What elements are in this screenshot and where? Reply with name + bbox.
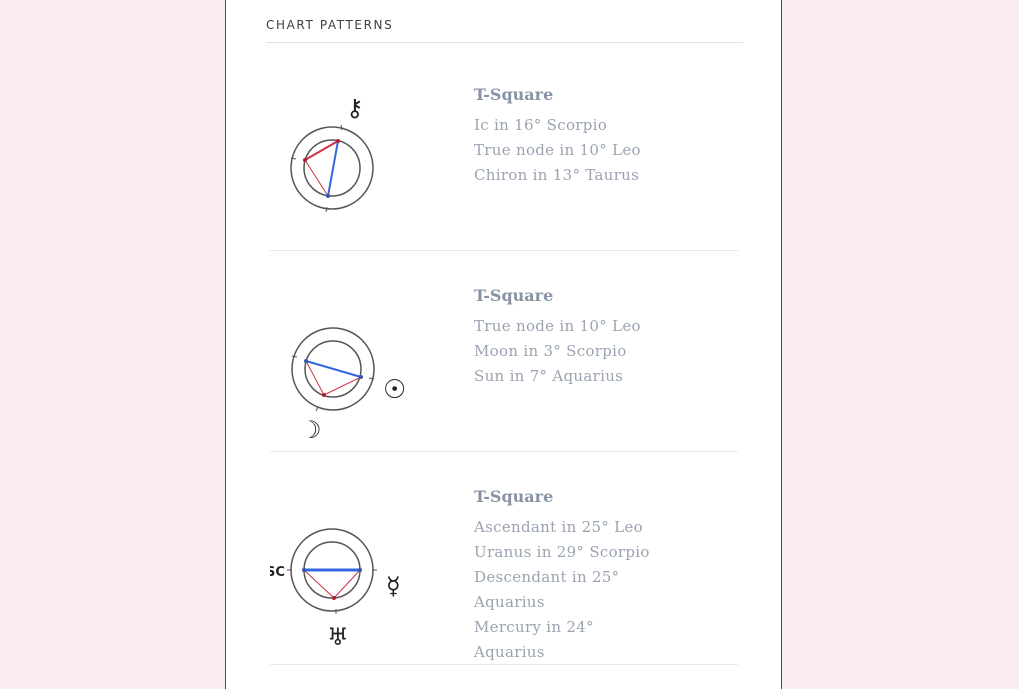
pattern-details: T-Square Ic in 16° Scorpio True node in …	[474, 85, 664, 188]
pattern-name: T-Square	[474, 286, 554, 305]
placement-text: Uranus in 29° Scorpio	[474, 543, 650, 561]
placement-text: Descendant in 25° Aquarius	[474, 568, 620, 611]
pattern-name: T-Square	[474, 487, 554, 506]
chart-patterns-panel: CHART PATTERNS ⚷ T-Square Ic in 16° Scor…	[225, 0, 782, 689]
pattern-details: T-Square Ascendant in 25° Leo Uranus in …	[474, 487, 664, 665]
pattern-wheel-diagram: ☉ ☽	[291, 327, 406, 444]
pattern-details: T-Square True node in 10° Leo Moon in 3°…	[474, 286, 664, 389]
uranus-icon: ♅	[327, 623, 349, 651]
placement-text: Sun in 7° Aquarius	[474, 367, 624, 385]
chiron-icon: ⚷	[346, 94, 364, 122]
placement-text: True node in 10° Leo	[474, 141, 641, 159]
pattern-name: T-Square	[474, 85, 554, 104]
section-title: CHART PATTERNS	[266, 18, 394, 32]
placement-text: True node in 10° Leo	[474, 317, 641, 335]
pattern-wheel-diagram: ⚷	[290, 94, 374, 213]
ascendant-label: ASC	[270, 565, 285, 580]
pattern-card[interactable]: ☉ ☽ T-Square True node in 10° Leo Moon i…	[270, 251, 738, 452]
pattern-card[interactable]: ⚷ T-Square Ic in 16° Scorpio True node i…	[270, 44, 738, 251]
sun-icon: ☉	[383, 375, 406, 405]
placement-text: Ic in 16° Scorpio	[474, 116, 608, 134]
mercury-icon: ☿	[386, 572, 401, 600]
placement-text: Moon in 3° Scorpio	[474, 342, 627, 360]
placement-text: Ascendant in 25° Leo	[474, 518, 643, 536]
placement-text: Mercury in 24° Aquarius	[474, 618, 594, 661]
moon-icon: ☽	[300, 416, 322, 444]
placement-text: Chiron in 13° Taurus	[474, 166, 640, 184]
title-divider	[266, 42, 743, 43]
pattern-wheel-diagram: ASC ☿ ♅	[270, 528, 401, 651]
pattern-card[interactable]: ASC ☿ ♅ T-Square Ascendant in 25° Leo Ur…	[270, 452, 738, 665]
